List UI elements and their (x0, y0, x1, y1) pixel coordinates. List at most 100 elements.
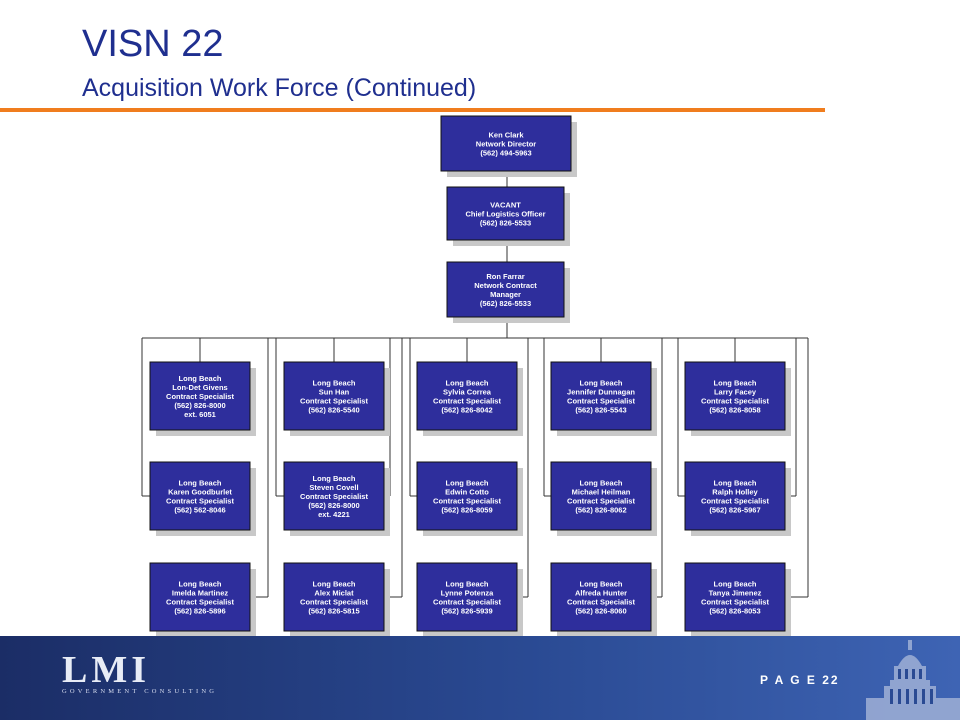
box-line: (562) 826-5533 (480, 219, 531, 228)
box-line: (562) 826-8000 (174, 401, 225, 410)
box-line: VACANT (490, 201, 521, 210)
box-line: Long Beach (580, 379, 623, 388)
box-line: Alfreda Hunter (575, 589, 627, 598)
box-line: (562) 826-5896 (174, 607, 225, 616)
box-line: (562) 826-5939 (441, 607, 492, 616)
box-frame (446, 261, 565, 318)
box-line: (562) 826-8059 (441, 506, 492, 515)
box-line: Contract Specialist (701, 397, 769, 406)
page-subtitle: Acquisition Work Force (Continued) (82, 74, 477, 102)
box-frame (550, 361, 652, 431)
box-line: Long Beach (179, 479, 222, 488)
box-line: (562) 494-5963 (480, 149, 531, 158)
box-line: Larry Facey (714, 388, 757, 397)
box-line: Long Beach (313, 580, 356, 589)
box-line: Contract Specialist (433, 397, 501, 406)
box-line: Network Director (476, 140, 537, 149)
box-line: Michael Heilman (572, 488, 631, 497)
box-line: Long Beach (714, 479, 757, 488)
page-title: VISN 22 (82, 23, 224, 65)
box-frame (550, 461, 652, 531)
box-frame (149, 461, 251, 531)
box-frame (684, 461, 786, 531)
box-line: Long Beach (446, 580, 489, 589)
box-line: Contract Specialist (166, 598, 234, 607)
box-frame (440, 115, 572, 172)
box-frame (684, 361, 786, 431)
box-frame (283, 461, 385, 531)
box-line: Long Beach (580, 580, 623, 589)
box-line: (562) 826-5543 (575, 406, 626, 415)
box-line: Contract Specialist (567, 497, 635, 506)
box-line: Contract Specialist (701, 598, 769, 607)
box-line: Edwin Cotto (445, 488, 489, 497)
box-line: Lynne Potenza (441, 589, 494, 598)
box-frame (283, 562, 385, 632)
org-chart-connectors (141, 171, 809, 598)
box-line: Ken Clark (488, 131, 524, 140)
box-line: Long Beach (446, 479, 489, 488)
box-line: ext. 4221 (318, 510, 350, 519)
box-frame (416, 562, 518, 632)
header-divider (0, 108, 825, 112)
box-frame (416, 461, 518, 531)
box-line: Contract Specialist (567, 397, 635, 406)
box-frame (149, 562, 251, 632)
box-line: (562) 826-8062 (575, 506, 626, 515)
box-line: Sun Han (319, 388, 350, 397)
box-frame (283, 361, 385, 431)
box-frame (550, 562, 652, 632)
box-line: Long Beach (179, 580, 222, 589)
box-line: Network Contract (474, 281, 537, 290)
box-line: (562) 826-5815 (308, 607, 359, 616)
box-line: Long Beach (580, 479, 623, 488)
box-line: Manager (490, 290, 521, 299)
box-line: (562) 826-8053 (709, 607, 760, 616)
box-line: (562) 826-5540 (308, 406, 359, 415)
box-line: (562) 826-8058 (709, 406, 760, 415)
box-line: Long Beach (313, 474, 356, 483)
box-line: Karen Goodburlet (168, 488, 232, 497)
footer-bar (0, 636, 960, 720)
box-line: (562) 562-8046 (174, 506, 225, 515)
box-line: Long Beach (714, 379, 757, 388)
box-line: Contract Specialist (433, 598, 501, 607)
box-line: Long Beach (714, 580, 757, 589)
box-line: (562) 826-5967 (709, 506, 760, 515)
box-line: Contract Specialist (701, 497, 769, 506)
box-line: Contract Specialist (433, 497, 501, 506)
box-line: Sylvia Correa (443, 388, 492, 397)
box-line: Contract Specialist (300, 397, 368, 406)
box-line: Alex Miclat (314, 589, 354, 598)
box-frame (416, 361, 518, 431)
box-line: Contract Specialist (300, 492, 368, 501)
box-frame (684, 562, 786, 632)
page-number: P A G E 22 (760, 673, 840, 687)
box-line: Long Beach (179, 374, 222, 383)
box-line: Contract Specialist (166, 497, 234, 506)
box-line: Lon-Det Givens (172, 383, 227, 392)
box-line: Tanya Jimenez (709, 589, 762, 598)
box-line: Steven Covell (309, 483, 358, 492)
box-line: (562) 826-8042 (441, 406, 492, 415)
box-line: Contract Specialist (300, 598, 368, 607)
